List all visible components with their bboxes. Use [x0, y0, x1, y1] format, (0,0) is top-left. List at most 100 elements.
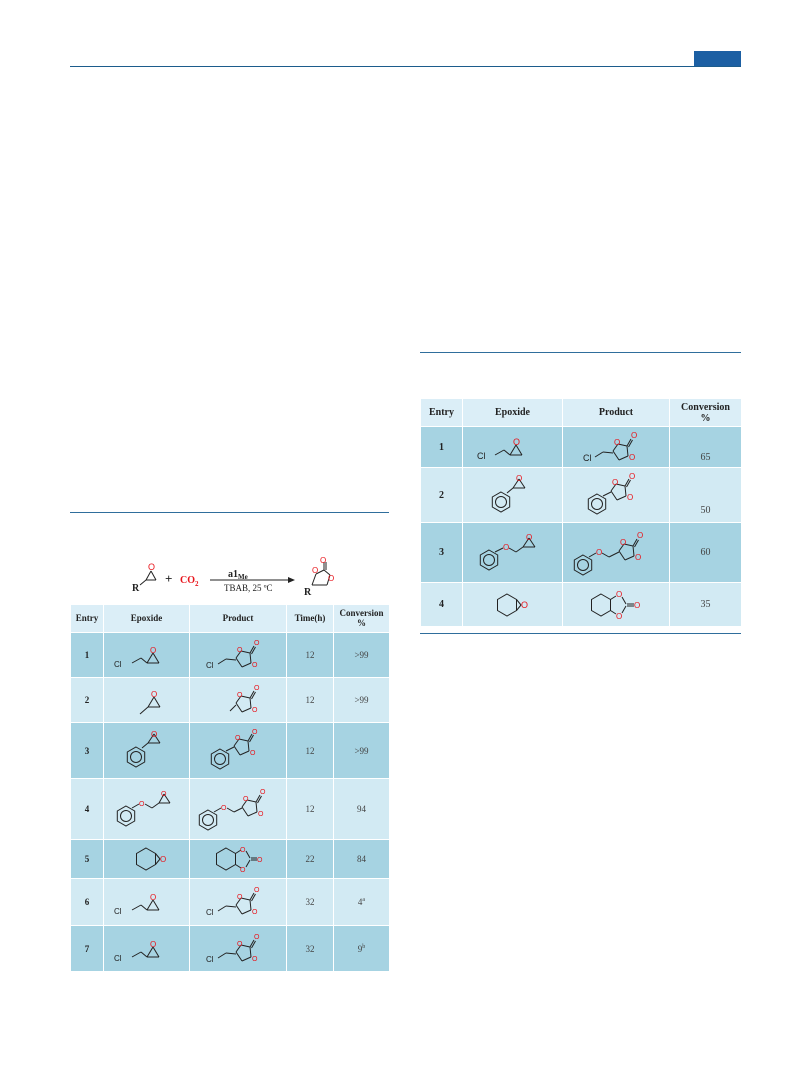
scheme-arrowhead — [288, 577, 295, 583]
scheme-co2: CO2 — [180, 575, 199, 588]
svg-text:O: O — [612, 478, 618, 487]
epichlorohydrin-structure: Cl O — [114, 893, 160, 916]
styrene-carbonate-structure: O O O — [587, 472, 635, 515]
svg-text:Cl: Cl — [477, 451, 486, 461]
table-row: 5 O O O — [70, 839, 390, 879]
t1-conversion: 9b — [333, 925, 390, 972]
svg-text:O: O — [616, 612, 622, 621]
svg-text:Cl: Cl — [206, 661, 214, 670]
svg-text:O: O — [252, 707, 258, 714]
svg-text:O: O — [237, 941, 243, 948]
table-row: 1 Cl O Cl O O O 65 — [420, 426, 742, 468]
epichlorohydrin-structure: Cl O — [114, 646, 160, 669]
svg-text:O: O — [221, 805, 227, 812]
svg-text:O: O — [250, 750, 256, 757]
svg-text:O: O — [637, 531, 643, 540]
svg-text:O: O — [252, 909, 258, 916]
scheme-reactant-r: R — [132, 583, 140, 594]
table2-header: Entry Epoxide Product Conversion% — [420, 398, 742, 427]
t2-product: O O O O — [562, 522, 670, 583]
phenyl-glycidyl-ether-structure: O O — [479, 533, 536, 570]
t2-entry: 3 — [420, 522, 463, 583]
t1-entry: 2 — [70, 677, 104, 723]
t2-col-epoxide: Epoxide — [462, 398, 563, 427]
svg-text:O: O — [237, 647, 243, 654]
t1-col-conversion: Conversion% — [333, 604, 390, 633]
table2: Entry Epoxide Product Conversion% 1 Cl O… — [420, 398, 742, 627]
t1-entry: 5 — [70, 839, 104, 879]
svg-text:Cl: Cl — [114, 907, 122, 916]
svg-text:O: O — [151, 690, 157, 699]
styrene-oxide-structure: O — [491, 474, 526, 513]
cyclohexene-carbonate-structure: O O O — [591, 590, 640, 621]
svg-text:O: O — [614, 438, 620, 447]
svg-text:O: O — [516, 474, 522, 483]
svg-text:O: O — [243, 796, 249, 803]
svg-text:O: O — [254, 887, 260, 894]
t2-epoxide: O O — [462, 522, 563, 583]
t1-time: 32 — [286, 878, 334, 926]
t1-entry: 3 — [70, 722, 104, 779]
table-row: 2 O O O O 12 >99 — [70, 677, 390, 723]
svg-text:O: O — [139, 801, 145, 808]
epichlorohydrin-structure: Cl O — [114, 940, 160, 963]
svg-text:O: O — [254, 685, 260, 692]
t1-col-epoxide: Epoxide — [103, 604, 190, 633]
table1: Entry Epoxide Product Time(h) Conversion… — [70, 604, 390, 972]
t1-entry: 7 — [70, 925, 104, 972]
t1-epoxide: Cl O — [103, 925, 190, 972]
table-row: 4 O O O — [420, 582, 742, 627]
chloropropylene-carbonate-structure: Cl O O O — [206, 887, 260, 917]
table-row: 2 O O O O — [420, 467, 742, 523]
svg-text:O: O — [235, 735, 241, 742]
svg-text:Cl: Cl — [206, 955, 214, 964]
scheme-product-r: R — [304, 587, 312, 598]
svg-text:O: O — [631, 431, 637, 440]
header-tab — [694, 51, 741, 66]
t1-col-time: Time(h) — [286, 604, 334, 633]
rule-table2-bottom — [420, 633, 741, 634]
t1-conversion: >99 — [333, 632, 390, 678]
table-row: 4 O O — [70, 778, 390, 840]
scheme-epoxide-o: O — [148, 562, 155, 572]
t1-epoxide: O — [103, 677, 190, 723]
scheme-product-o3: O — [328, 574, 334, 583]
t1-epoxide: Cl O — [103, 632, 190, 678]
t1-entry: 6 — [70, 878, 104, 926]
t1-conversion: >99 — [333, 722, 390, 779]
t2-conversion: 60 — [669, 522, 742, 583]
phenyl-glycidyl-carbonate-structure: O O O O — [198, 789, 266, 831]
t2-col-conversion: Conversion% — [669, 398, 742, 427]
svg-text:O: O — [616, 590, 622, 599]
t1-entry: 1 — [70, 632, 104, 678]
table-row: 7 Cl O Cl O O O 32 9b — [70, 925, 390, 972]
t2-entry: 2 — [420, 467, 463, 523]
t1-epoxide: O — [103, 839, 190, 879]
svg-text:O: O — [513, 437, 520, 447]
svg-text:O: O — [240, 867, 246, 874]
svg-text:O: O — [237, 692, 243, 699]
t1-time: 12 — [286, 722, 334, 779]
rule-table2-top — [420, 352, 741, 353]
svg-text:O: O — [503, 543, 509, 552]
t1-conversion: 4a — [333, 878, 390, 926]
svg-text:O: O — [635, 553, 641, 562]
svg-text:O: O — [521, 600, 528, 610]
t1-product: Cl O O O — [189, 632, 287, 678]
svg-text:O: O — [254, 934, 260, 941]
t1-conversion: 84 — [333, 839, 390, 879]
table-row: 3 O O — [420, 522, 742, 583]
t1-conversion: 94 — [333, 778, 390, 840]
t2-entry: 1 — [420, 426, 463, 468]
t1-product: Cl O O O — [189, 878, 287, 926]
chloropropylene-carbonate-structure: Cl O O O — [583, 431, 637, 463]
table-row: 1 Cl O Cl O O O 12 >99 — [70, 632, 390, 678]
t1-conversion: >99 — [333, 677, 390, 723]
scheme-product-ring — [311, 562, 331, 586]
svg-text:O: O — [260, 789, 266, 796]
cyclohexene-oxide-structure: O — [497, 593, 528, 616]
svg-text:Cl: Cl — [114, 660, 122, 669]
table-row: 3 O O O O — [70, 722, 390, 779]
svg-text:O: O — [150, 893, 156, 902]
svg-text:O: O — [161, 791, 167, 798]
